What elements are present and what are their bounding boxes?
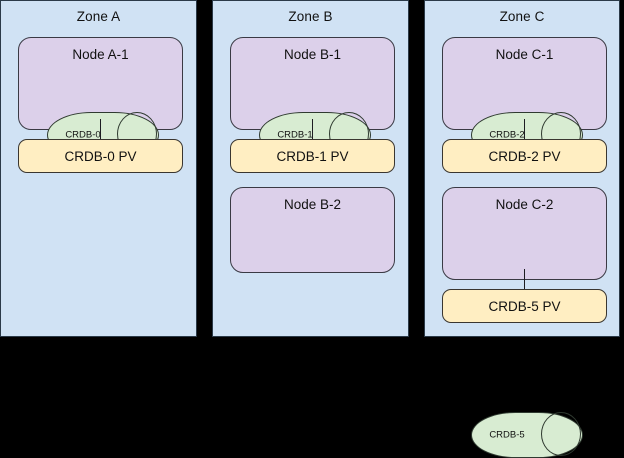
node-c-2-title: Node C-2	[495, 197, 554, 212]
zone-a-title: Zone A	[76, 9, 121, 24]
connector-node-b-1-to-crdb-1-pv	[312, 119, 313, 141]
node-c-1[interactable]: Node C-1 CRDB-2	[442, 37, 607, 158]
pod-crdb-1-label: CRDB-1	[277, 129, 313, 141]
node-a-1-title: Node A-1	[72, 47, 129, 62]
pod-crdb-0-label: CRDB-0	[65, 129, 101, 141]
pv-crdb-1-label: CRDB-1 PV	[276, 148, 349, 164]
node-a-1[interactable]: Node A-1 CRDB-0	[18, 37, 183, 158]
node-b-1-title: Node B-1	[283, 47, 342, 62]
pv-crdb-5-label: CRDB-5 PV	[488, 298, 561, 314]
pod-crdb-2-label: CRDB-2	[489, 129, 525, 141]
pv-crdb-5[interactable]: CRDB-5 PV	[442, 289, 607, 323]
connector-node-c-1-to-crdb-2-pv	[524, 119, 525, 141]
zone-c: Zone C Node C-1 CRDB-2 CRDB-2 PV Node C-…	[424, 0, 620, 458]
node-b-2-title: Node B-2	[283, 197, 342, 212]
cylinder-cap-icon	[541, 412, 581, 456]
pv-crdb-0-label: CRDB-0 PV	[64, 148, 137, 164]
pv-crdb-2-label: CRDB-2 PV	[488, 148, 561, 164]
connector-node-c-2-to-crdb-5-pv	[524, 269, 525, 291]
zone-a: Zone A Node A-1 CRDB-0 CRDB-0 PV	[0, 0, 197, 337]
node-c-1-title: Node C-1	[495, 47, 554, 62]
pv-crdb-2[interactable]: CRDB-2 PV	[442, 139, 607, 173]
node-c-2[interactable]: Node C-2 CRDB-5	[442, 187, 607, 458]
zone-b: Zone B Node B-1 CRDB-1 CRDB-1 PV Node B-…	[212, 0, 409, 337]
node-b-1[interactable]: Node B-1 CRDB-1	[230, 37, 395, 158]
zone-b-title: Zone B	[288, 9, 333, 24]
pod-crdb-5-label: CRDB-5	[489, 429, 525, 441]
connector-node-a-1-to-crdb-0-pv	[100, 119, 101, 141]
pv-crdb-1[interactable]: CRDB-1 PV	[230, 139, 395, 173]
node-b-2[interactable]: Node B-2	[230, 187, 395, 273]
pv-crdb-0[interactable]: CRDB-0 PV	[18, 139, 183, 173]
pod-crdb-5[interactable]: CRDB-5	[471, 412, 583, 458]
zone-c-title: Zone C	[499, 9, 545, 24]
